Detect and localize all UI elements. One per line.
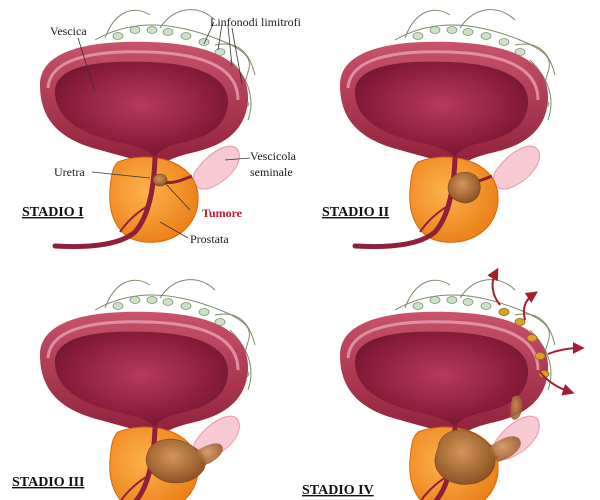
tumor-stage-2 xyxy=(447,171,481,204)
curved-arrow-icon xyxy=(547,342,585,355)
tumor-stage-3 xyxy=(145,438,206,484)
urethra-label: Uretra xyxy=(54,165,85,179)
tumor-label: Tumore xyxy=(202,206,243,220)
metastatic-nodes xyxy=(498,308,550,378)
stage-3-title: STADIO III xyxy=(12,475,85,490)
curved-arrow-icon xyxy=(487,267,501,306)
curved-arrow-icon xyxy=(539,371,575,396)
panel-stage-4: STADIO IV xyxy=(302,267,585,500)
stage-4-title: STADIO IV xyxy=(302,483,374,498)
seminal-vesicle-label-line2: seminale xyxy=(250,165,293,179)
stage-1-title: STADIO I xyxy=(22,205,84,220)
tumor-extension-vesicle-4 xyxy=(488,436,521,462)
tumor-extension-bladder-4 xyxy=(510,395,523,420)
panel-stage-3: STADIO III xyxy=(12,280,255,500)
curved-arrow-icon xyxy=(522,291,538,321)
panel-stage-1: Vescica Linfonodi limitrofi Vescicola se… xyxy=(22,10,302,247)
tumor-stage-4 xyxy=(434,429,496,485)
stage-2-title: STADIO II xyxy=(322,205,389,220)
prostate-label: Prostata xyxy=(190,232,229,246)
lymph-nodes-label: Linfonodi limitrofi xyxy=(210,15,302,29)
tumor-stage-1 xyxy=(152,173,168,187)
bladder-label: Vescica xyxy=(50,24,87,38)
panel-stage-2: STADIO II xyxy=(322,10,555,247)
tumor-extension-vesicle-3 xyxy=(195,443,223,465)
seminal-vesicle-label-line1: Vescicola xyxy=(250,149,297,163)
